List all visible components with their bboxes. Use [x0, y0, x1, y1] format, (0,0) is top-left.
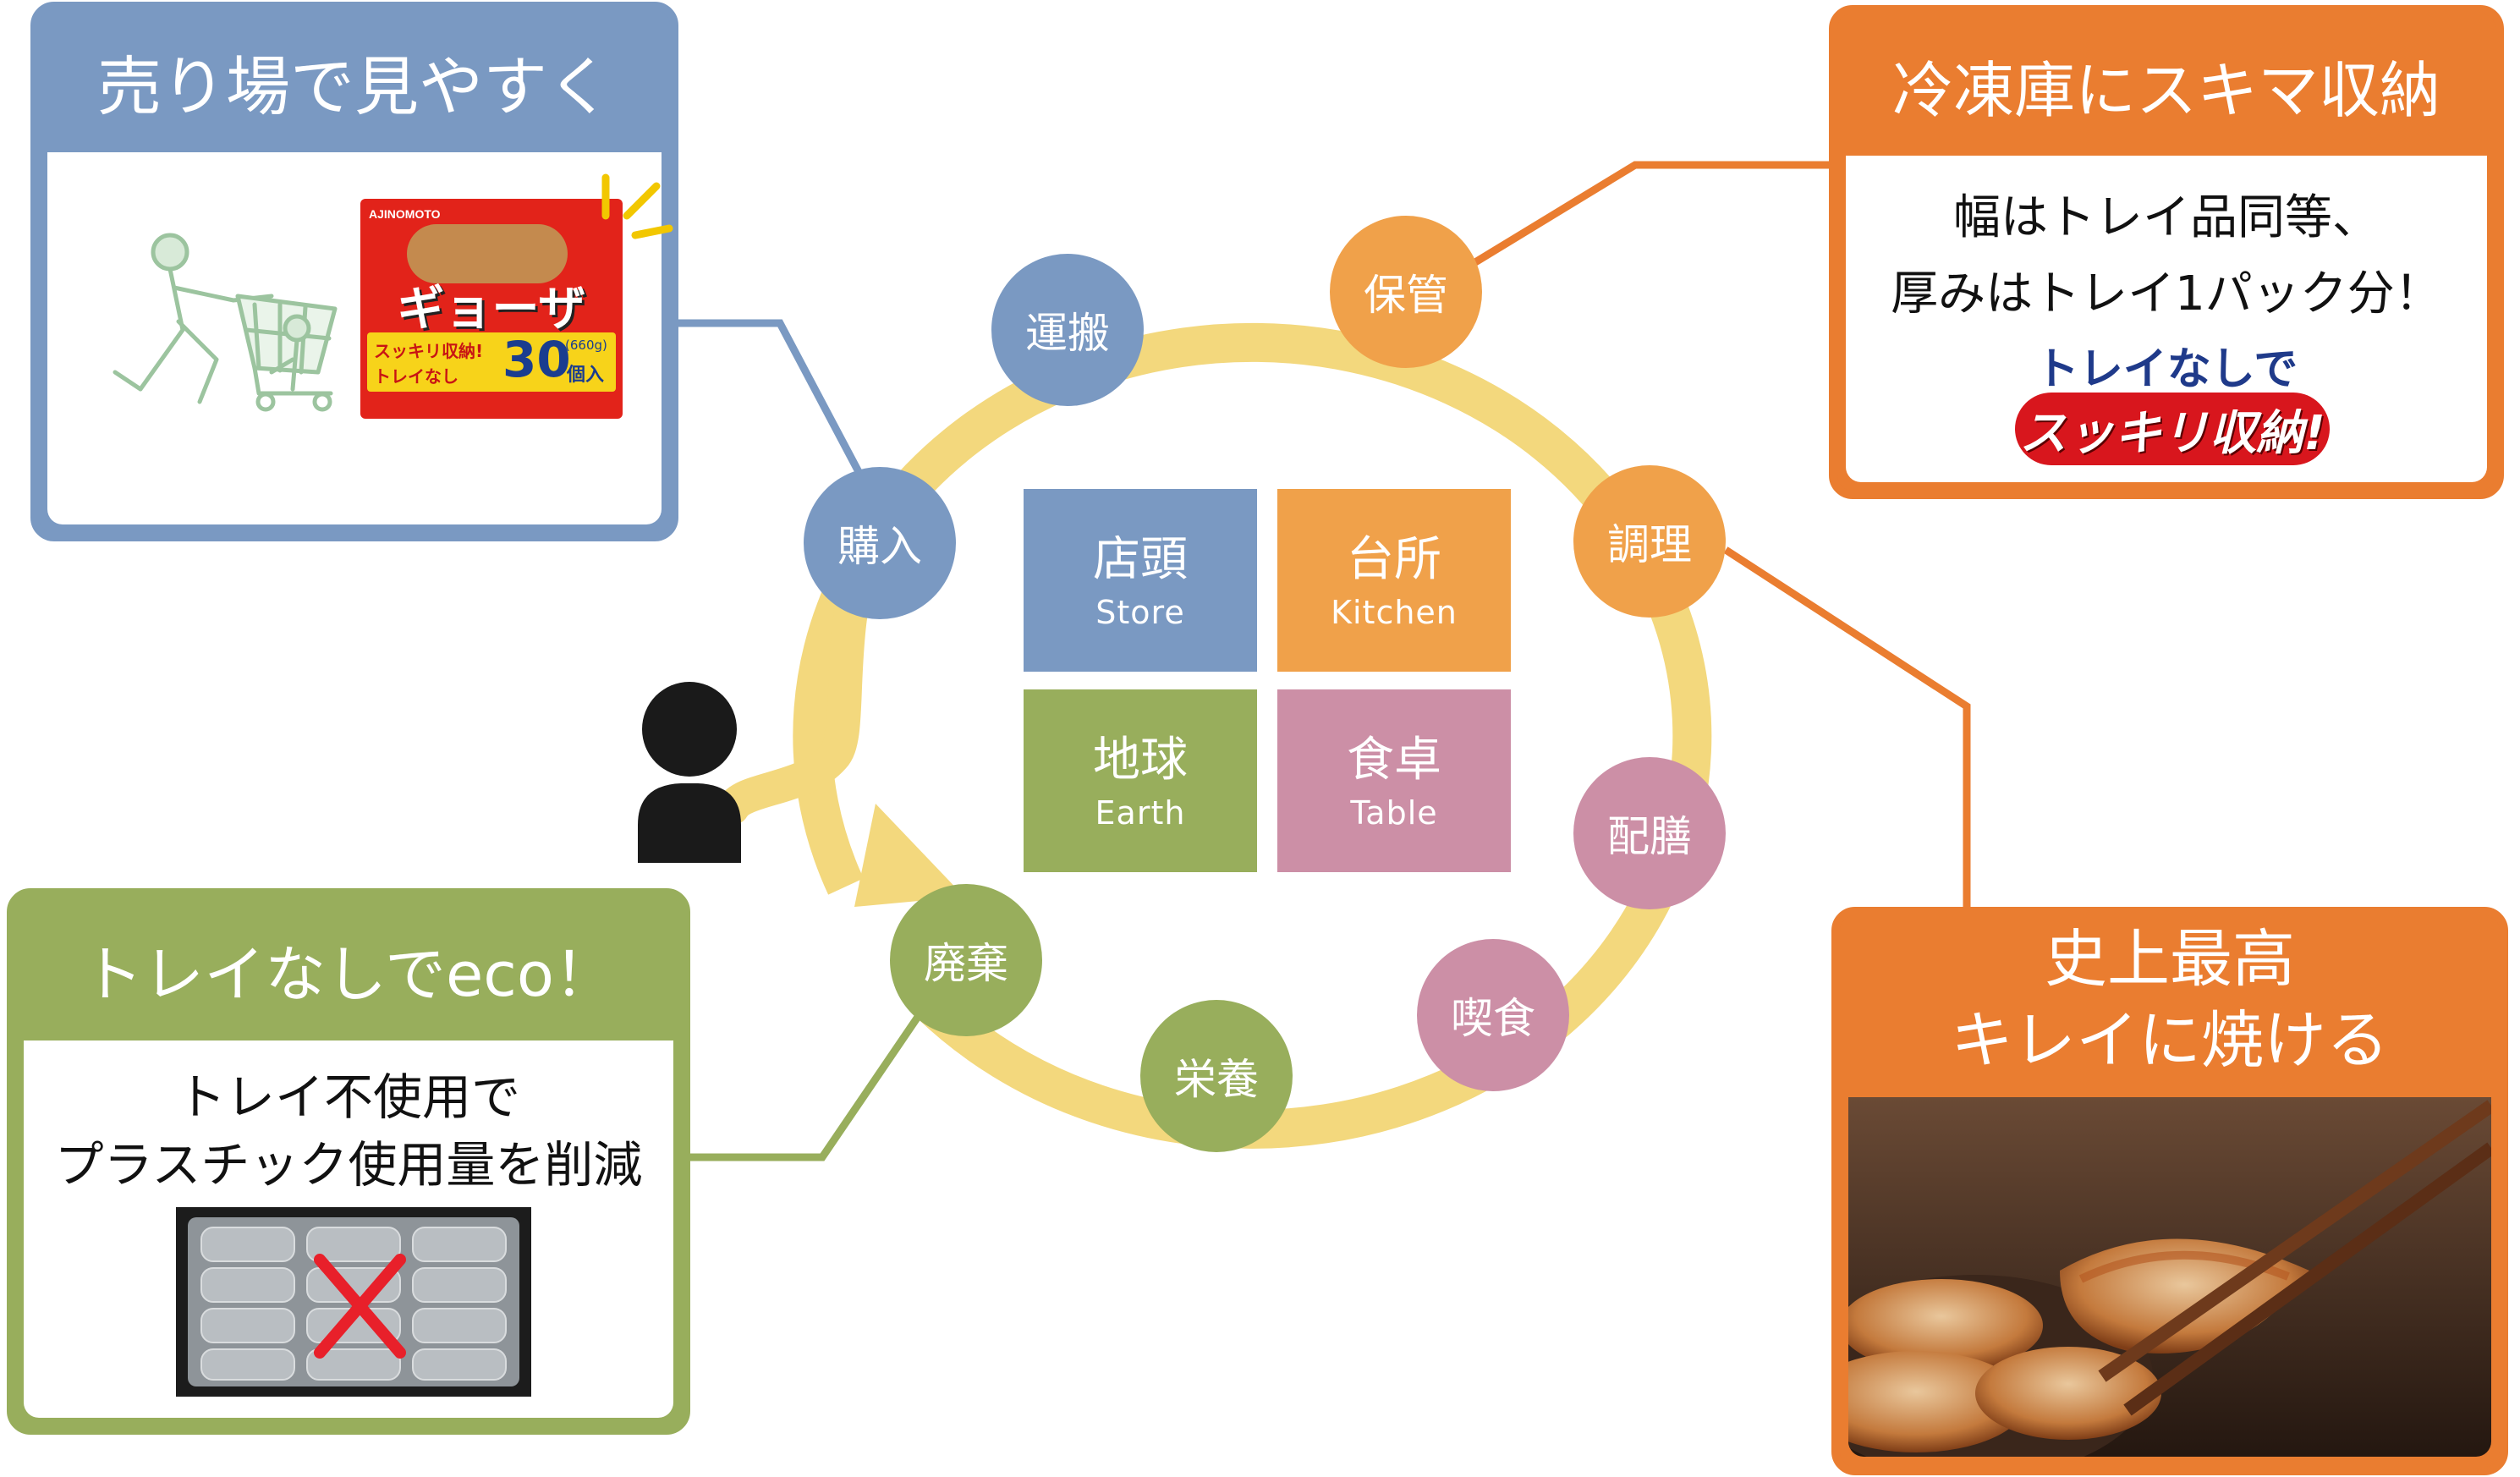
freezer-logo-line1: トレイなしで: [2034, 344, 2298, 395]
connector-eco: [685, 996, 934, 1161]
package-food-image: [407, 224, 568, 283]
cycle-arrowhead: [854, 804, 964, 907]
quadrant-table-en: Table: [1350, 794, 1438, 832]
person-icon: [638, 682, 741, 863]
package-tag: スッキリ収納!: [374, 341, 484, 361]
freezer-line2: 厚みはトレイ1パック分！: [1891, 266, 2442, 321]
quadrant-store: 店頭 Store: [1024, 489, 1257, 672]
cycle-node-serving: 配膳: [1573, 757, 1726, 909]
connector-store: [677, 319, 883, 514]
package-count: 30: [502, 331, 571, 388]
connector-cook: [1723, 546, 1971, 914]
panel-cook-title-line1: 史上最高: [2045, 923, 2295, 996]
package-count-unit: 個入: [567, 365, 605, 386]
cycle-node-transport: 運搬: [991, 254, 1144, 406]
cycle-node-storage: 保管: [1330, 216, 1482, 368]
panel-freezer-title: 冷凍庫にスキマ収納: [1837, 14, 2495, 156]
cycle-node-purchase: 購入: [804, 467, 956, 619]
panel-freezer-title-text: 冷凍庫にスキマ収納: [1891, 54, 2440, 126]
package-name: ギョーザ: [397, 282, 586, 337]
package-weight: (660g): [565, 338, 607, 353]
quadrant-kitchen-jp: 台所: [1347, 532, 1441, 587]
panel-eco-title-text: トレイなしでeco！: [82, 938, 615, 1010]
shopper-with-cart-icon: [113, 233, 338, 412]
cycle-node-cooking: 調理: [1573, 465, 1726, 618]
cycle-node-label: 喫食: [1451, 994, 1535, 1043]
freezer-logo-line2: スッキリ収納!: [2019, 405, 2325, 461]
highlight-burst-icon: [601, 173, 673, 239]
panel-eco: トレイなしでeco！ トレイ不使用で プラスチック使用量を削減: [7, 888, 690, 1435]
package-band: スッキリ収納! トレイなし 30 (660g) 個入: [367, 332, 616, 392]
cycle-node-label: 廃棄: [924, 939, 1008, 988]
panel-store: 売り場で見やすく AJ: [30, 2, 678, 541]
cycle-node-label: 運搬: [1025, 309, 1110, 358]
panel-eco-body: トレイ不使用で プラスチック使用量を削減: [24, 1040, 673, 1418]
panel-freezer: 冷凍庫にスキマ収納 幅はトレイ品同等、 厚みはトレイ1パック分！ トレイなしで …: [1829, 5, 2504, 499]
cycle-node-label: 配膳: [1607, 812, 1692, 861]
quadrant-earth-en: Earth: [1095, 794, 1186, 832]
panel-freezer-body: 幅はトレイ品同等、 厚みはトレイ1パック分！ トレイなしで スッキリ収納!: [1846, 156, 2487, 482]
cycle-node-eating: 喫食: [1417, 939, 1569, 1091]
cycle-node-nutrition: 栄養: [1140, 1000, 1293, 1152]
package-tag2: トレイなし: [374, 366, 458, 387]
panel-store-title: 売り場で見やすく: [39, 10, 670, 152]
connector-freezer: [1410, 161, 1840, 304]
quadrant-earth: 地球 Earth: [1024, 689, 1257, 872]
quadrant-earth-jp: 地球: [1093, 733, 1188, 788]
quadrant-store-jp: 店頭: [1093, 532, 1188, 587]
cycle-node-label: 購入: [837, 522, 922, 571]
package-brand: AJINOMOTO: [369, 207, 441, 221]
freezer-logo-badge: スッキリ収納!: [2015, 393, 2330, 465]
quadrant-table-jp: 食卓: [1347, 733, 1441, 788]
plastic-tray-crossed-icon: [176, 1207, 531, 1397]
panel-store-title-text: 売り場で見やすく: [97, 49, 612, 124]
gyoza-photo-icon: [1848, 1097, 2491, 1457]
cycle-node-disposal: 廃棄: [890, 884, 1042, 1036]
quadrant-kitchen-en: Kitchen: [1331, 594, 1458, 631]
panel-store-body: AJINOMOTO ギョーザ スッキリ収納! トレイなし 30 (660g) 個…: [47, 152, 673, 524]
panel-cook-title: 史上最高 キレイに焼ける: [1840, 915, 2500, 1084]
eco-line1: トレイ不使用で: [176, 1068, 520, 1126]
gyoza-package-icon: AJINOMOTO ギョーザ スッキリ収納! トレイなし 30 (660g) 個…: [360, 199, 623, 419]
quadrant-table: 食卓 Table: [1277, 689, 1511, 872]
eco-line2: プラスチック使用量を削減: [54, 1136, 643, 1194]
cycle-node-label: 調理: [1607, 520, 1692, 569]
cycle-tail: [716, 524, 884, 825]
quadrant-store-en: Store: [1095, 594, 1185, 631]
cycle-node-label: 保管: [1364, 271, 1448, 320]
panel-cook-title-line2: キレイに焼ける: [1951, 1004, 2389, 1077]
cycle-node-label: 栄養: [1174, 1055, 1259, 1104]
quadrant-kitchen: 台所 Kitchen: [1277, 489, 1511, 672]
panel-eco-title: トレイなしでeco！: [15, 897, 682, 1040]
freezer-line1: 幅はトレイ品同等、: [1953, 190, 2380, 245]
panel-cook: 史上最高 キレイに焼ける: [1831, 907, 2508, 1475]
